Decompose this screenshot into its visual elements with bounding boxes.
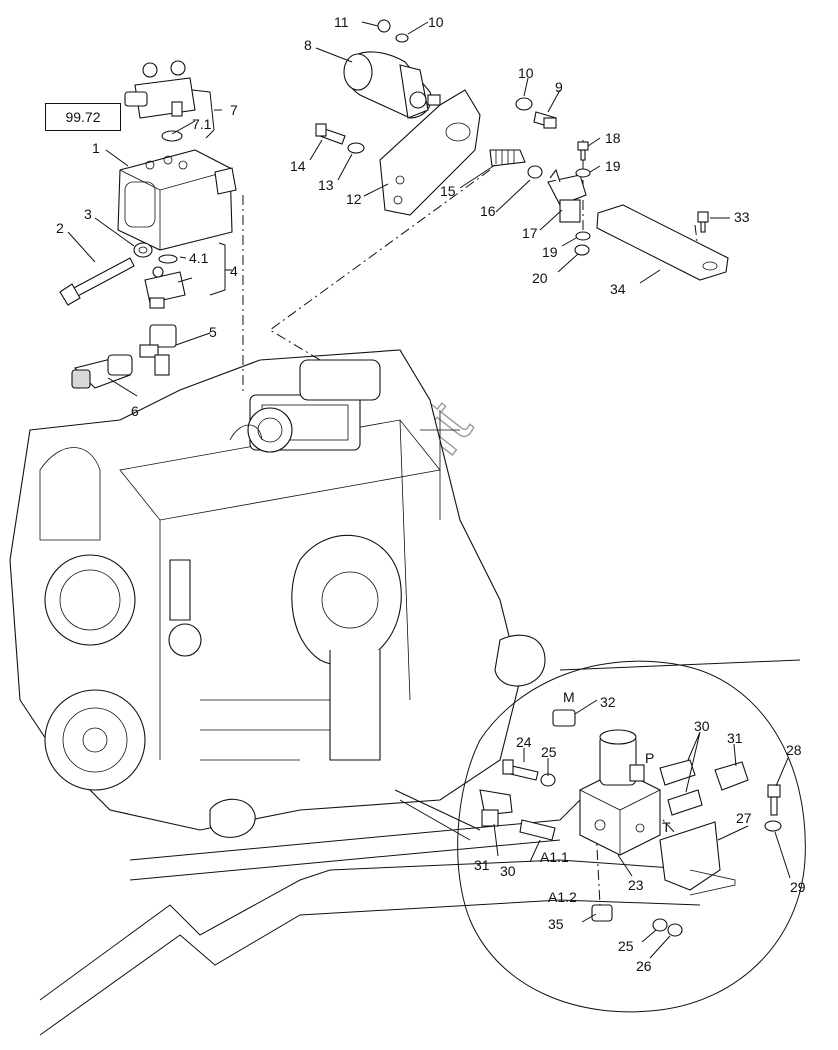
callout-6: 6 (131, 403, 139, 419)
callout-26: 26 (636, 958, 652, 974)
solenoid-group (315, 19, 729, 281)
detail-magnifier (394, 660, 806, 1013)
callout-25-bottom: 25 (618, 938, 634, 954)
port-label-a1-2: A1.2 (548, 889, 577, 905)
callout-31-right: 31 (727, 730, 743, 746)
port-label-a1-1: A1.1 (540, 849, 569, 865)
callout-23: 23 (628, 877, 644, 893)
callout-10-top: 10 (428, 14, 444, 30)
port-labels: M P T A1.1 A1.2 (540, 689, 671, 905)
callout-32: 32 (600, 694, 616, 710)
callout-7: 7 (230, 102, 238, 118)
callout-9: 9 (555, 79, 563, 95)
callout-12: 12 (346, 191, 362, 207)
callout-1: 1 (92, 140, 100, 156)
callout-28: 28 (786, 742, 802, 758)
callout-4-1: 4.1 (189, 250, 209, 266)
callout-18: 18 (605, 130, 621, 146)
callout-19-top: 19 (605, 158, 621, 174)
callout-5: 5 (209, 324, 217, 340)
callout-24: 24 (516, 734, 532, 750)
callout-labels: 1 2 3 4.1 4 5 6 7 7.1 8 11 10 10 9 14 13… (56, 14, 806, 974)
callout-7-1: 7.1 (192, 116, 212, 132)
callout-4: 4 (230, 263, 238, 279)
engine-assembly (9, 349, 546, 838)
callout-19-bottom: 19 (542, 244, 558, 260)
callout-30-top: 30 (694, 718, 710, 734)
callout-17: 17 (522, 225, 538, 241)
callout-13: 13 (318, 177, 334, 193)
callout-20: 20 (532, 270, 548, 286)
callout-29: 29 (790, 879, 806, 895)
callout-33: 33 (734, 209, 750, 225)
callout-35: 35 (548, 916, 564, 932)
callout-10-right: 10 (518, 65, 534, 81)
callout-15: 15 (440, 183, 456, 199)
callout-30-left: 30 (500, 863, 516, 879)
callout-11: 11 (334, 14, 349, 30)
pump-group (59, 60, 237, 389)
port-label-m: M (563, 689, 575, 705)
callout-34: 34 (610, 281, 626, 297)
callout-31-left: 31 (474, 857, 490, 873)
valve-group (479, 709, 782, 937)
callout-16: 16 (480, 203, 496, 219)
callout-3: 3 (84, 206, 92, 222)
reference-box: 99.72 (45, 103, 121, 131)
callout-8: 8 (304, 37, 312, 53)
callout-2: 2 (56, 220, 64, 236)
callout-25-top: 25 (541, 744, 557, 760)
port-label-t: T (662, 819, 671, 835)
port-label-p: P (645, 750, 654, 766)
callout-14: 14 (290, 158, 306, 174)
callout-leaders (67, 21, 791, 959)
callout-27: 27 (736, 810, 752, 826)
